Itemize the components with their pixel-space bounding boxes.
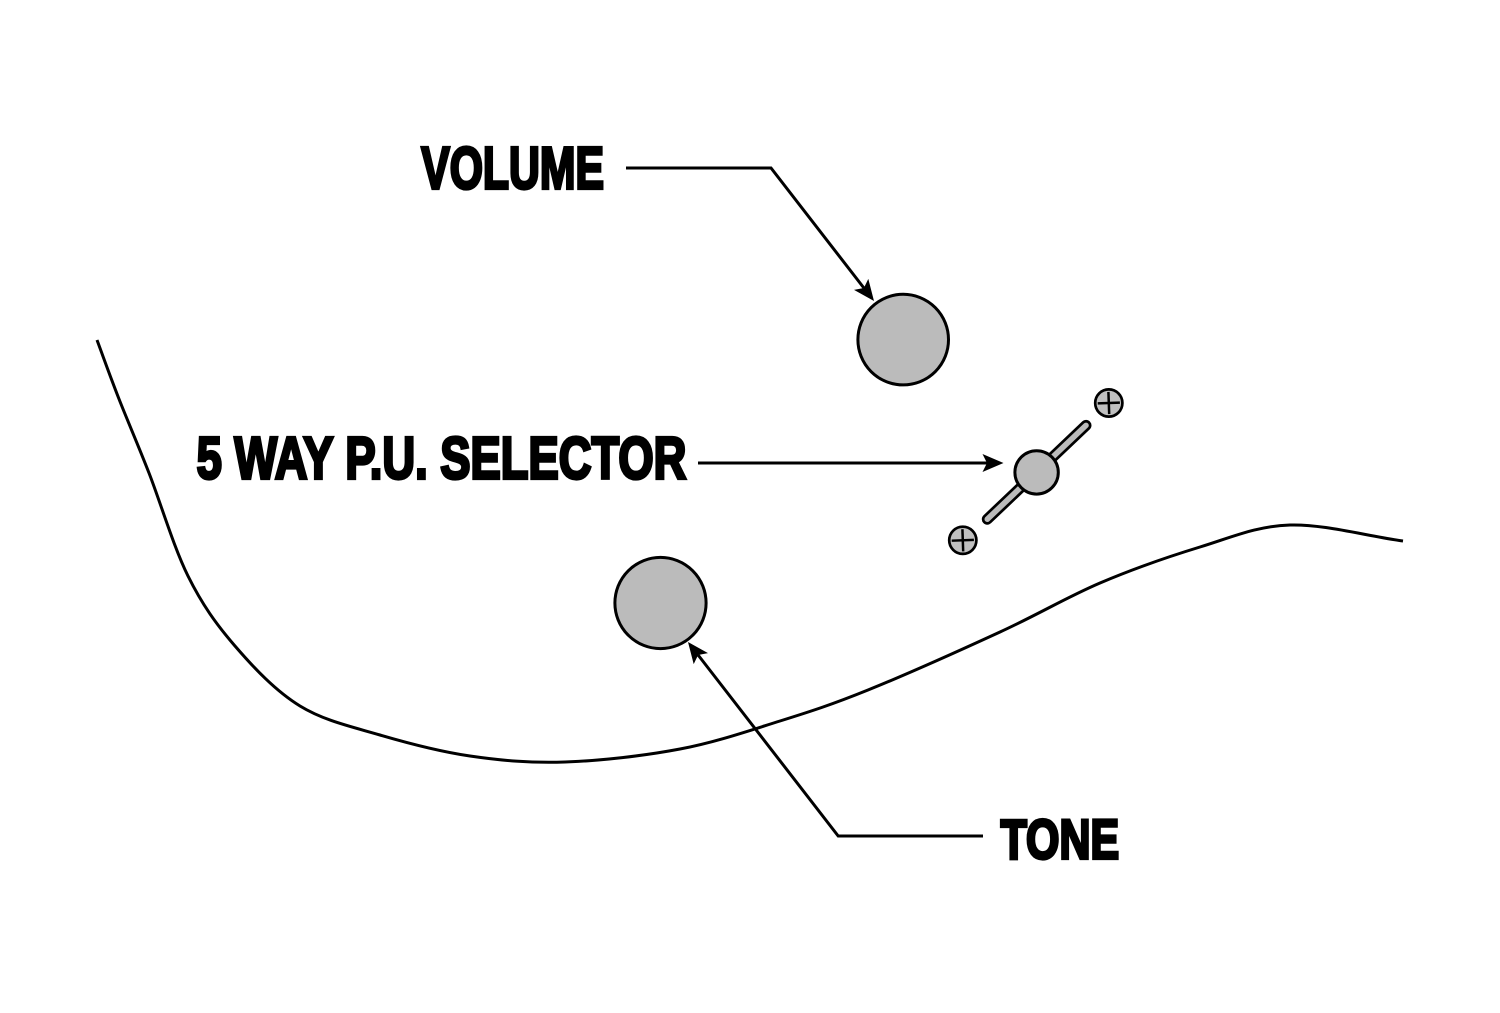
svg-text:TONE: TONE bbox=[1001, 807, 1120, 870]
svg-text:5 WAY P.U. SELECTOR: 5 WAY P.U. SELECTOR bbox=[197, 425, 687, 491]
svg-text:VOLUME: VOLUME bbox=[421, 135, 604, 201]
